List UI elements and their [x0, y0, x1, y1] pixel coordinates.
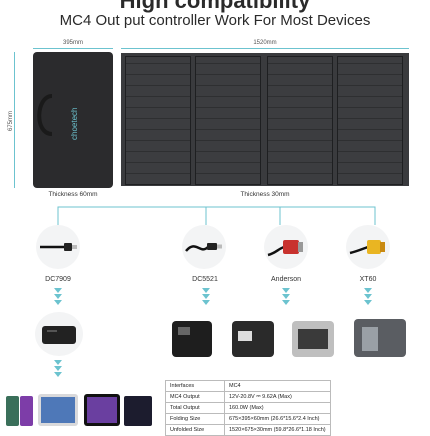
arrow-down-icon	[54, 372, 62, 377]
arrow-down-icon	[202, 294, 210, 299]
spec-value: 1520×675×30mm (59.8*26.6*1.18 Inch)	[224, 424, 331, 436]
arrow-down-icon	[282, 288, 290, 293]
connector-xt60-label: XT60	[359, 276, 377, 283]
arrow-down-icon	[282, 300, 290, 305]
unfolded-solar-panel	[121, 53, 409, 186]
spec-key: Total Output	[165, 402, 225, 414]
arrow-down-icon	[54, 366, 62, 371]
spec-key: Unfolded Size	[165, 424, 225, 436]
connector-dc7909-label: DC7909	[45, 276, 71, 283]
spec-key: MC4 Output	[165, 391, 225, 403]
spec-key: Interfaces	[165, 380, 225, 392]
height-label: 675mm	[8, 111, 14, 132]
carry-handle-icon	[37, 94, 53, 136]
spec-value: 160.0W (Max)	[224, 402, 331, 414]
connector-dc5521-label: DC5521	[192, 276, 218, 283]
spec-value: 12V-20.8V ⎓ 9.62A (Max)	[224, 391, 331, 403]
arrow-down-icon	[54, 360, 62, 365]
panel-width-line	[121, 48, 409, 49]
dc-plug-icon	[40, 243, 77, 251]
connector-xt60	[346, 225, 390, 269]
page-title: High compatibility	[119, 0, 311, 13]
connector-anderson	[264, 225, 308, 269]
arrow-down-icon	[54, 288, 62, 293]
thickness-panel-label: Thickness 30mm	[240, 191, 290, 198]
arrow-down-icon	[364, 300, 372, 305]
spec-value: 675×395×60mm (26.6*15.6*2.4 Inch)	[224, 413, 331, 425]
folded-width-line	[33, 48, 113, 49]
connector-dc7909	[36, 225, 80, 269]
arrow-down-icon	[364, 288, 372, 293]
arrow-down-icon	[202, 300, 210, 305]
folded-solar-panel	[33, 52, 113, 188]
arrow-down-icon	[282, 294, 290, 299]
dc-barrel-icon	[185, 243, 222, 252]
height-line	[14, 52, 15, 188]
arrow-down-icon	[364, 294, 372, 299]
battery-pack-icon	[42, 326, 76, 344]
spec-value: MC4	[224, 380, 331, 392]
panel-width-label: 1520mm	[253, 40, 277, 46]
brand-logo: choetech	[70, 107, 79, 140]
anderson-plug-icon	[267, 240, 303, 257]
spec-key: Folding Size	[165, 413, 225, 425]
folded-width-label: 395mm	[62, 40, 83, 46]
xt60-plug-icon	[349, 240, 385, 255]
connector-dc5521	[182, 225, 226, 269]
battery-pack-circle	[35, 312, 83, 356]
power-stations-icon	[172, 319, 406, 357]
cable-lines	[57, 206, 376, 225]
arrow-down-icon	[202, 288, 210, 293]
connector-anderson-label: Anderson	[271, 276, 301, 283]
page-subtitle: MC4 Out put controller Work For Most Dev…	[59, 12, 371, 29]
arrow-down-icon	[54, 300, 62, 305]
devices-icon	[6, 394, 152, 426]
thickness-folded-label: Thickness 60mm	[48, 191, 98, 198]
arrow-down-icon	[54, 294, 62, 299]
